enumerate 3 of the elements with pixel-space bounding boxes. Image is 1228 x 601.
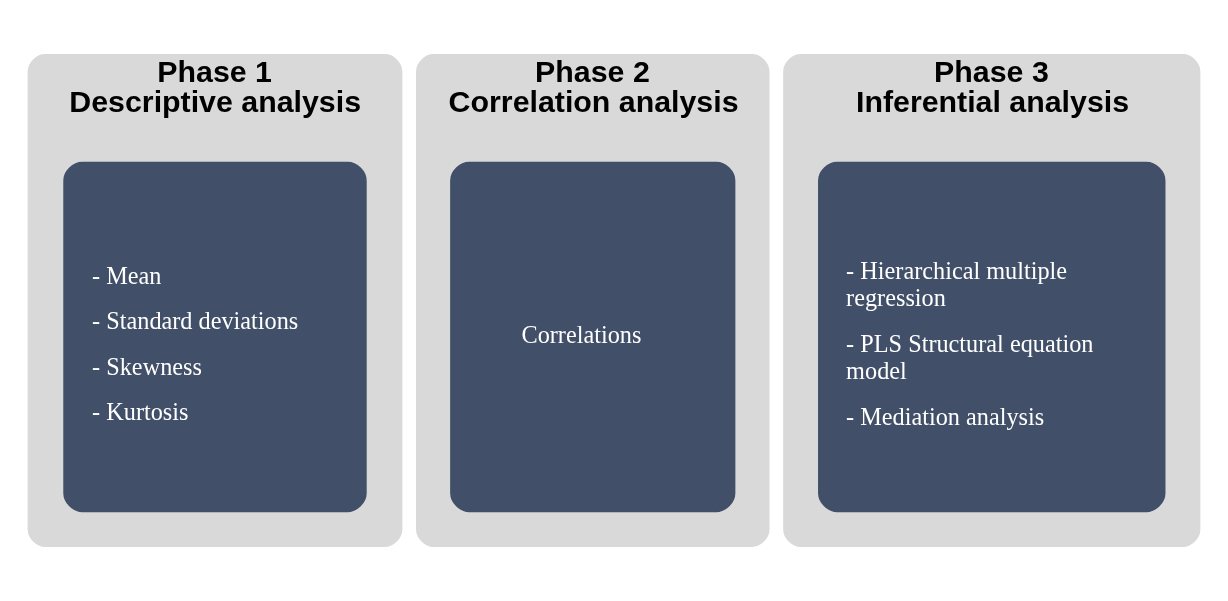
node-box: Correlations xyxy=(450,161,736,513)
node-box: - Hierarchical multiple regression - PLS Structural equation model - Mediation analysis xyxy=(818,161,1166,513)
node-box: - Mean - Standard deviations - Skewness - Kurtosis xyxy=(63,161,367,513)
